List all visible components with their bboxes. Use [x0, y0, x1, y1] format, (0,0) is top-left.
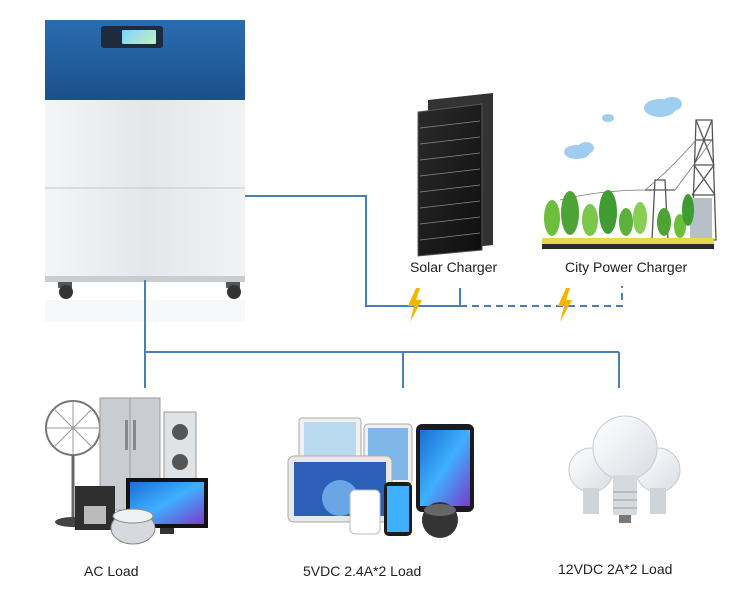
display-panel [122, 30, 156, 44]
light-bulbs-icon [568, 415, 681, 523]
usb-load-label: 5VDC 2.4A*2 Load [303, 563, 422, 579]
devices-icon [287, 417, 474, 538]
appliances-icon [45, 397, 208, 545]
solar-charger-label: Solar Charger [410, 259, 498, 275]
solar-panel-icon [417, 93, 493, 257]
battery-display-screen [101, 26, 163, 48]
ac-load-label: AC Load [84, 563, 139, 579]
lightning-bolt-icon [408, 288, 572, 322]
city-power-charger-label: City Power Charger [565, 259, 688, 275]
wiring [144, 195, 623, 388]
dc12-load-label: 12VDC 2A*2 Load [558, 561, 673, 577]
battery-cabinet-icon [45, 20, 245, 322]
power-grid-icon [542, 97, 717, 249]
